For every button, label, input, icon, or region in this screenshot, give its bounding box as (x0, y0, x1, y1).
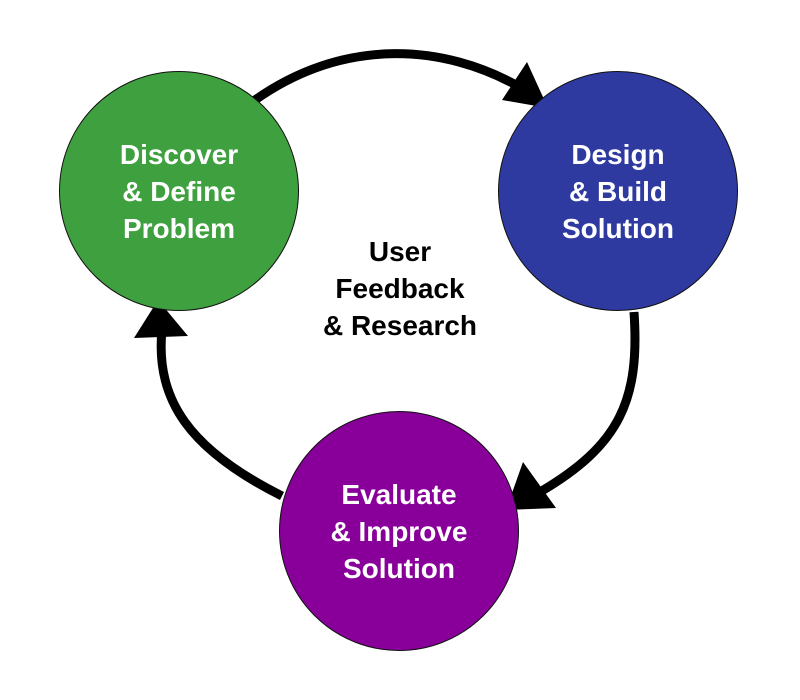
node-label-line: Solution (562, 212, 674, 244)
node-discover-define-problem: Discover & Define Problem (59, 71, 299, 311)
center-label-line: Feedback (335, 272, 465, 304)
node-label-line: Solution (343, 552, 455, 584)
arrow-design-to-evaluate (537, 311, 640, 496)
arrowhead-evaluate (506, 462, 556, 510)
arrow-discover-to-design (252, 49, 528, 104)
node-label-line: Design (571, 138, 665, 170)
node-label-line: Discover (119, 138, 239, 170)
arrow-evaluate-to-discover (156, 329, 285, 501)
center-label-line: & Research (322, 309, 478, 341)
node-label-line: & Define (122, 175, 236, 207)
center-label: User Feedback & Research (300, 232, 500, 344)
node-label-line: & Improve (330, 515, 468, 547)
node-label-line: Evaluate (341, 478, 457, 510)
arrowhead-discover (134, 300, 188, 338)
node-label-line: Problem (122, 212, 236, 244)
center-label-line: User (368, 235, 432, 267)
node-evaluate-improve-solution: Evaluate & Improve Solution (279, 411, 519, 651)
node-design-build-solution: Design & Build Solution (498, 71, 738, 311)
node-label-line: & Build (569, 175, 667, 207)
arrowhead-design (502, 62, 548, 108)
